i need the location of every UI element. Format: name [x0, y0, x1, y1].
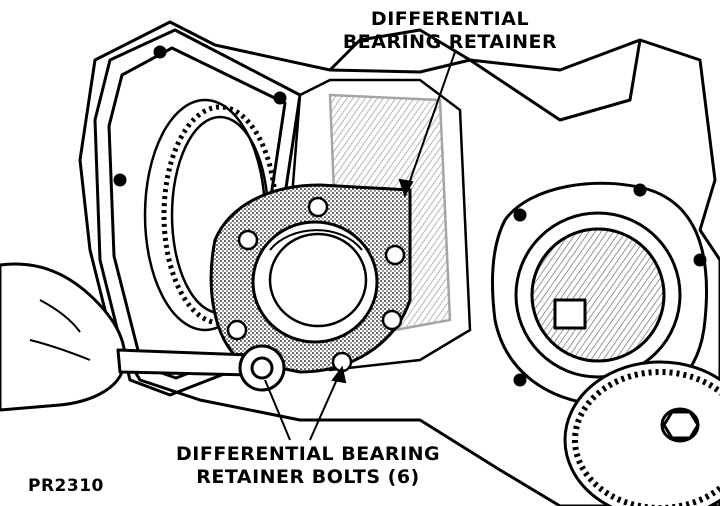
wrench: [116, 344, 286, 392]
ring-gear-right: [563, 360, 720, 506]
retainer-leader: [404, 51, 456, 196]
leader-lines: [264, 51, 456, 441]
retainer-callout-line1: DIFFERENTIAL: [370, 8, 530, 30]
bolts-callout-line1: DIFFERENTIAL BEARING: [176, 443, 441, 465]
figure-id: PR2310: [28, 476, 104, 496]
bolts-leader-1: [264, 379, 291, 441]
housing-flange: [93, 28, 302, 397]
retainer-callout-line2: BEARING RETAINER: [342, 31, 558, 53]
retainer-bolt: [237, 229, 259, 251]
retainer-bolt: [307, 196, 329, 218]
retainer-bolt: [226, 319, 248, 341]
retainer-bolt: [381, 309, 403, 331]
bolts-callout-line2: RETAINER BOLTS (6): [196, 466, 420, 488]
retainer-bolts: [226, 196, 406, 373]
retainer-callout: DIFFERENTIAL BEARING RETAINER: [340, 8, 560, 54]
bolts-callout: DIFFERENTIAL BEARING RETAINER BOLTS (6): [176, 443, 440, 489]
retainer-bolt: [384, 244, 406, 266]
extension-housing: [491, 181, 709, 408]
technician-hand: [0, 262, 127, 412]
bearing-retainer: [209, 183, 412, 374]
